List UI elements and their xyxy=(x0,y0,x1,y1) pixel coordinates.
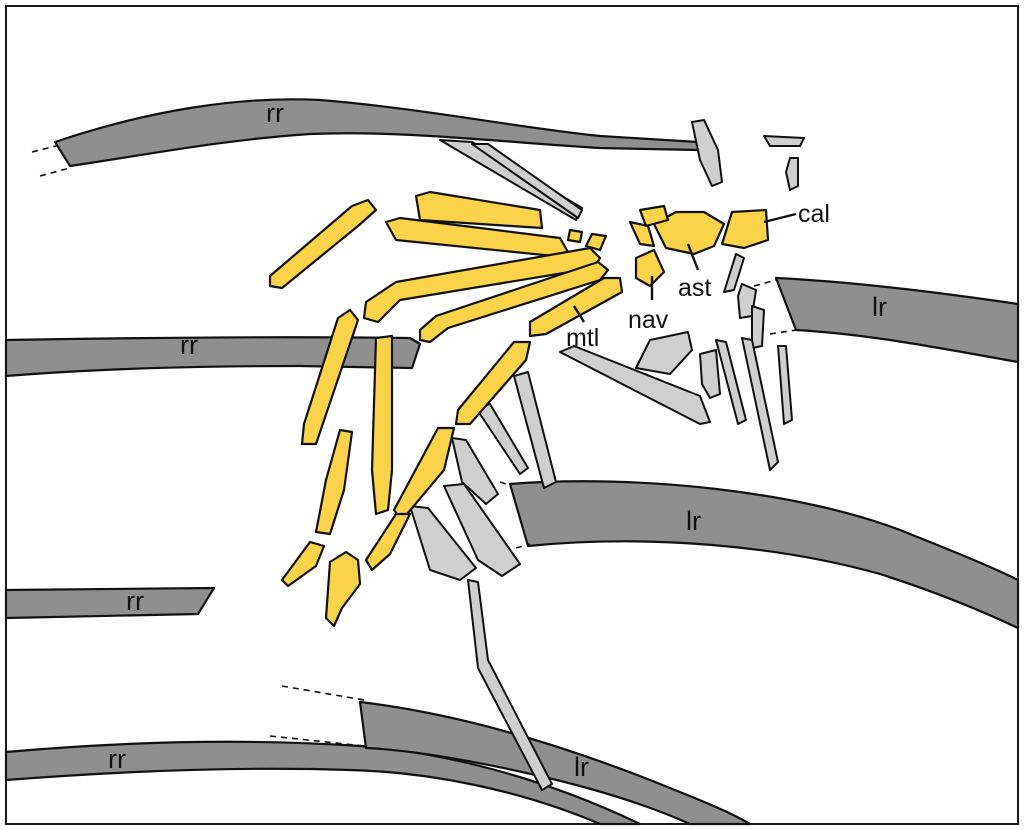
phalanx-grey-7 xyxy=(635,331,693,375)
phalanx-grey-1 xyxy=(691,119,723,187)
metatarsal-short-diag xyxy=(268,198,378,290)
astragalus xyxy=(652,210,726,256)
phalanx-grey-8 xyxy=(699,349,721,399)
label-rr-lower: rr xyxy=(126,586,144,616)
tarsal-small-2 xyxy=(584,232,608,252)
dash-lr-middle-b xyxy=(515,543,531,549)
rib-lr-middle xyxy=(508,480,1020,630)
phalanx-grey-6 xyxy=(751,305,765,349)
label-rr-middle: rr xyxy=(180,330,198,360)
label-rr-bottom: rr xyxy=(108,744,126,774)
leader-ast xyxy=(686,243,700,271)
label-ast: ast xyxy=(678,274,711,302)
leader-cal xyxy=(763,212,797,224)
metatarsal-top-1 xyxy=(414,190,544,230)
dash-rr-top-b xyxy=(39,167,71,177)
leader-mtl xyxy=(572,305,586,323)
dash-lr-middle-a xyxy=(499,481,513,487)
phalanx-y-5 xyxy=(392,426,456,522)
yellow-bones xyxy=(268,190,770,628)
distal-tarsal-a xyxy=(638,204,670,228)
metatarsal-grey-long xyxy=(559,345,711,425)
gastralia-b xyxy=(471,143,583,219)
phalanx-grey-13 xyxy=(443,483,521,577)
tarsal-small-1 xyxy=(566,228,584,244)
phalanx-grey-11 xyxy=(777,345,793,425)
label-lr-upper: lr xyxy=(872,292,887,322)
ungual-grey-long xyxy=(467,579,553,791)
gastralia-a xyxy=(439,139,583,221)
rib-rr-middle xyxy=(4,336,422,378)
phalanx-y-7 xyxy=(280,540,326,588)
dash-lr-bottom-b xyxy=(269,735,365,747)
rib-lr-upper xyxy=(774,276,1020,364)
rib-rr-lower xyxy=(4,586,216,620)
rib-rr-bottom xyxy=(4,740,642,826)
phalanx-grey-10 xyxy=(741,337,779,471)
phalanx-grey-3 xyxy=(785,157,799,191)
phalanx-grey-14 xyxy=(409,505,477,581)
phalanx-y-4 xyxy=(454,340,532,426)
dash-rr-top-a xyxy=(31,145,57,153)
phalanx-grey-9 xyxy=(715,339,747,425)
label-nav: nav xyxy=(628,306,669,334)
dash-lr-upper-a xyxy=(753,279,777,287)
phalanx-y-2 xyxy=(370,334,394,516)
metatarsal-grey-2 xyxy=(513,371,557,489)
phalanx-y-6 xyxy=(364,512,412,572)
distal-tarsal-b xyxy=(628,220,656,248)
phalanx-y-1 xyxy=(300,308,360,446)
phalanx-grey-4 xyxy=(723,253,745,293)
phalanx-grey-12 xyxy=(451,437,499,505)
label-lr-bottom: lr xyxy=(574,752,589,782)
light-bones xyxy=(409,119,805,791)
calcaneum xyxy=(720,208,770,250)
label-cal: cal xyxy=(798,200,830,228)
phalanx-grey-2 xyxy=(763,135,805,147)
ungual-yellow xyxy=(324,550,362,628)
dash-lr-bottom-a xyxy=(281,685,365,701)
label-lr-middle: lr xyxy=(686,506,701,536)
dash-lr-upper-b xyxy=(769,329,797,335)
label-mtl: mtl xyxy=(566,324,599,352)
label-rr-top: rr xyxy=(266,98,284,128)
phalanx-y-3 xyxy=(314,428,354,536)
navicular xyxy=(634,248,666,288)
